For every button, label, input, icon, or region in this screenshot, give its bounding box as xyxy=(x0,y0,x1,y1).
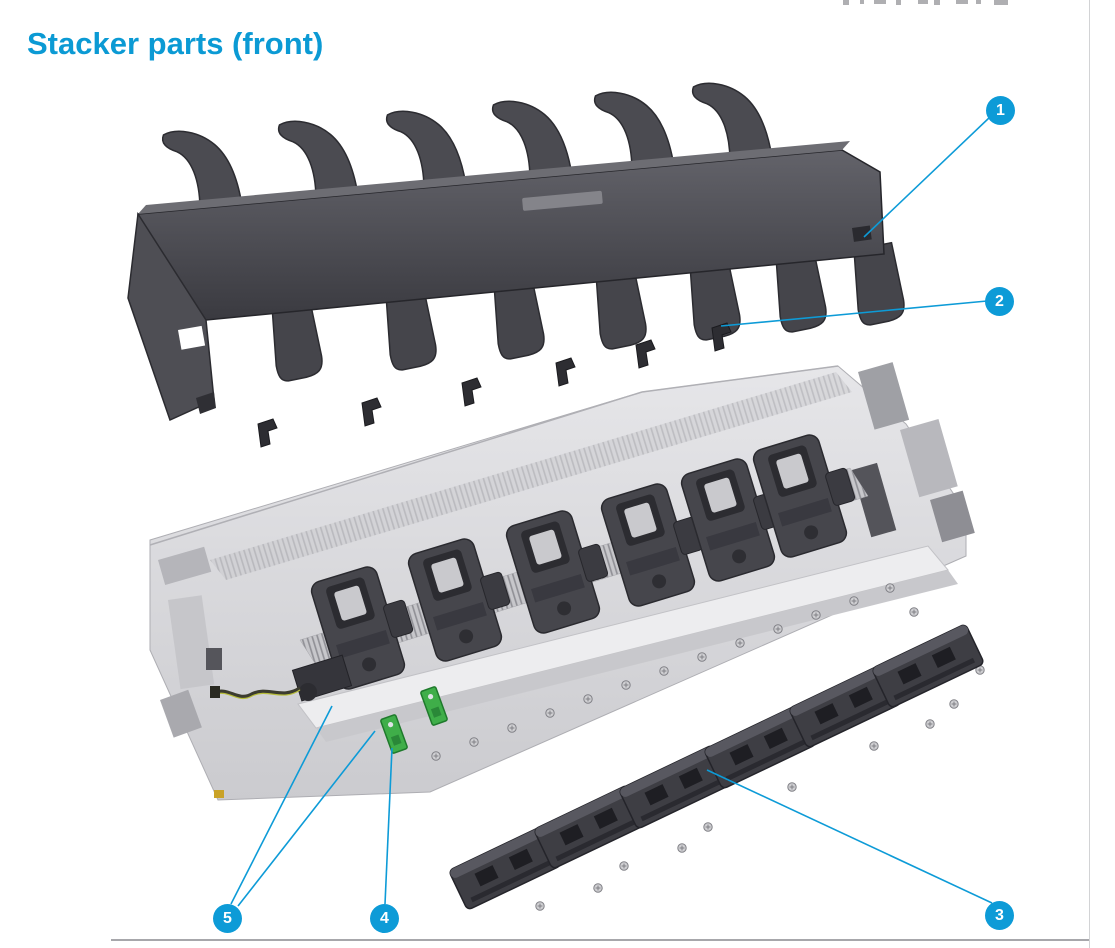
leader-line-1 xyxy=(863,116,991,238)
callout-leader-lines xyxy=(230,116,993,907)
leader-line-2 xyxy=(720,300,988,327)
cover-endcap-hole xyxy=(178,325,206,350)
callout-badge-1: 1 xyxy=(986,96,1015,125)
callout-badge-5: 5 xyxy=(213,904,242,933)
page-border-right xyxy=(1089,0,1090,948)
stacker-cover xyxy=(127,77,907,422)
body-front-bar-shadow xyxy=(316,570,958,742)
cropped-header-fragment xyxy=(843,0,1008,5)
leader-line-5b xyxy=(237,730,376,907)
cover-bar-top-bevel xyxy=(138,141,850,214)
callout-badge-2: 2 xyxy=(985,287,1014,316)
callout-number-3: 3 xyxy=(995,906,1004,924)
leader-line-3 xyxy=(706,769,993,904)
sensor-assembly xyxy=(210,654,353,702)
callout-number-2: 2 xyxy=(995,292,1004,310)
callout-badge-3: 3 xyxy=(985,901,1014,930)
callout-number-4: 4 xyxy=(380,909,389,927)
leader-line-4 xyxy=(384,747,393,905)
leader-line-5a xyxy=(230,705,333,905)
cover-endcap-notch xyxy=(196,392,216,414)
cover-label-plate xyxy=(522,190,603,211)
callout-number-5: 5 xyxy=(223,909,232,927)
sensor-cable xyxy=(215,686,301,699)
body-back-ribs xyxy=(210,372,852,580)
stacker-body xyxy=(149,362,985,801)
body-right-details xyxy=(852,362,975,543)
body-left-details xyxy=(158,546,224,798)
callout-badge-4: 4 xyxy=(370,904,399,933)
page-title: Stacker parts (front) xyxy=(27,26,324,61)
callout-number-1: 1 xyxy=(996,101,1005,119)
cover-right-tab xyxy=(852,225,872,242)
page-border-bottom xyxy=(111,939,1089,941)
cover-left-endcap xyxy=(127,211,215,422)
body-top-ridge xyxy=(149,365,839,546)
